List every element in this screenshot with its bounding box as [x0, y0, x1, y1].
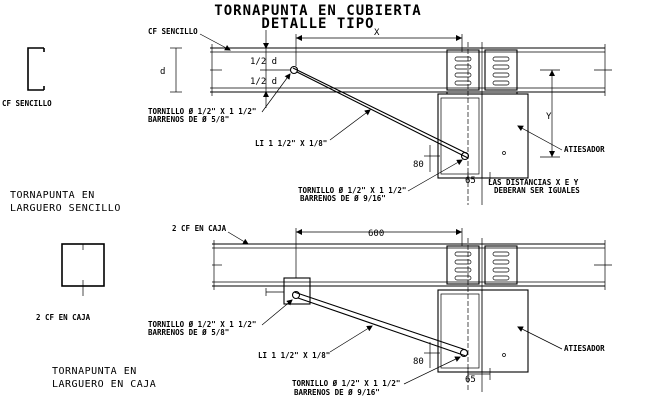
member-label: CF SENCILLO — [148, 27, 198, 36]
bolt-top-line-1: TORNILLO Ø 1/2" X 1 1/2" — [148, 107, 256, 116]
angle-label: LI 1 1/2" X 1/8" — [255, 139, 327, 148]
dim-65: 65 — [465, 176, 476, 186]
column-stiffener — [437, 238, 529, 392]
angle-label: LI 1 1/2" X 1/8" — [258, 351, 330, 360]
dim-600: 600 — [368, 229, 384, 239]
title-line-1: TORNAPUNTA EN CUBIERTA — [214, 3, 421, 19]
caption-line-2: LARGUERO EN CAJA — [52, 379, 156, 390]
dim-y: Y — [546, 112, 552, 122]
dim-x: X — [374, 28, 380, 38]
caption-line-1: TORNAPUNTA EN — [10, 190, 95, 201]
clip-plate-left — [446, 245, 480, 285]
member-label: 2 CF EN CAJA — [172, 224, 227, 233]
section-label: 2 CF EN CAJA — [36, 313, 91, 322]
purlin-beam — [212, 240, 612, 290]
caption-line-2: LARGUERO SENCILLO — [10, 203, 121, 214]
bolt-top-line-1: TORNILLO Ø 1/2" X 1 1/2" — [148, 320, 256, 329]
bolt-bottom-line-1: TORNILLO Ø 1/2" X 1 1/2" — [298, 186, 406, 195]
bottom-detail: 2 CF EN CAJA 2 CF EN CAJA 600 — [36, 224, 612, 397]
clip-plate-right — [484, 245, 518, 285]
title-line-2: DETALLE TIPO — [261, 16, 374, 32]
stiffener-label: ATIESADOR — [564, 344, 605, 353]
depth-label: d — [160, 67, 165, 77]
dim-80: 80 — [413, 357, 424, 367]
cf-section-symbol — [27, 47, 45, 91]
dim-80: 80 — [413, 160, 424, 170]
note-line-1: LAS DISTANCIAS X E Y — [488, 178, 579, 187]
clip-plate-right — [484, 49, 518, 91]
stiffener-label: ATIESADOR — [564, 145, 605, 154]
half-d-top: 1/2 d — [250, 57, 277, 67]
diagonal-brace — [291, 290, 469, 358]
dim-65: 65 — [465, 375, 476, 385]
top-detail: CF SENCILLO CF SENCILLO d 1/2 d 1/2 d — [2, 27, 612, 214]
section-label: CF SENCILLO — [2, 99, 52, 108]
bolt-bottom-line-1: TORNILLO Ø 1/2" X 1 1/2" — [292, 379, 400, 388]
box-section-symbol — [61, 243, 105, 296]
bolt-top-line-2: BARRENOS DE Ø 5/8" — [148, 115, 229, 124]
caption-line-1: TORNAPUNTA EN — [52, 366, 137, 377]
clip-plate-left — [446, 49, 480, 91]
bolt-top-line-2: BARRENOS DE Ø 5/8" — [148, 328, 229, 337]
bolt-bottom-line-2: BARRENOS DE Ø 9/16" — [294, 388, 380, 397]
diagonal-brace — [289, 65, 470, 161]
bolt-bottom-line-2: BARRENOS DE Ø 9/16" — [300, 194, 386, 203]
purlin-beam — [210, 44, 612, 96]
note-line-2: DEBERAN SER IGUALES — [494, 186, 580, 195]
half-d-bottom: 1/2 d — [250, 77, 277, 87]
